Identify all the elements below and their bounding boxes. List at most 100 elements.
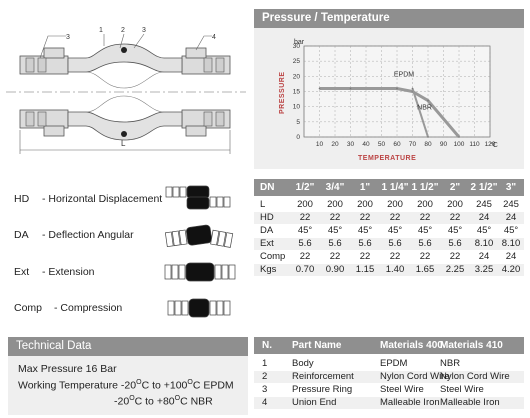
- compression-joint-icon: [167, 298, 231, 318]
- size-cell: 22: [449, 251, 461, 262]
- x-tick-label: 40: [362, 141, 370, 148]
- size-cell: 22: [449, 212, 461, 223]
- parts-cell: Reinforcement: [292, 371, 354, 382]
- movement-description: - Compression: [54, 302, 123, 314]
- pressure-temperature-title: Pressure / Temperature: [254, 9, 524, 28]
- series-point-epdm: [349, 87, 352, 90]
- size-cell: 24: [505, 212, 517, 223]
- size-cell: 22: [359, 212, 371, 223]
- size-cell: 45°: [476, 225, 492, 236]
- size-cell: 4.20: [501, 264, 521, 275]
- nbr-degree-1: O: [129, 395, 135, 402]
- size-cell: 22: [359, 251, 371, 262]
- x-tick-label: 10: [316, 141, 324, 148]
- working-temperature-epdm: Working Temperature -20OC to +100OC EPDM: [18, 379, 234, 392]
- size-cell: 1.65: [415, 264, 435, 275]
- size-cell: Kgs: [260, 264, 277, 275]
- callout-3-left: 3: [66, 34, 70, 41]
- x-tick-label: 110: [469, 141, 480, 148]
- size-cell: Ext: [260, 238, 274, 249]
- size-cell: DA: [260, 225, 274, 236]
- size-header-cell: 1/2": [295, 182, 315, 193]
- nbr-mid: C to +80: [134, 395, 175, 408]
- series-point-nbr: [427, 136, 429, 138]
- size-cell: 200: [417, 199, 433, 210]
- movement-description: - Extension: [42, 266, 95, 278]
- movement-code: HD: [14, 193, 30, 205]
- size-cell: 5.6: [328, 238, 342, 249]
- parts-cell: Nylon Cord Wire: [380, 371, 450, 382]
- size-cell: 22: [419, 251, 431, 262]
- callout-2: 2: [121, 27, 125, 34]
- size-cell: 45°: [417, 225, 433, 236]
- size-cell: 22: [419, 212, 431, 223]
- y-tick-label: 0: [296, 134, 300, 141]
- size-header-cell: 2 1/2": [470, 182, 498, 193]
- size-cell: 8.10: [474, 238, 494, 249]
- size-cell: 5.6: [418, 238, 432, 249]
- epdm-degree-1: O: [136, 379, 142, 386]
- size-cell: 200: [387, 199, 403, 210]
- nbr-end: C NBR: [180, 395, 213, 408]
- movement-description: - Deflection Angular: [42, 229, 134, 241]
- size-cell: 200: [447, 199, 463, 210]
- size-cell: 45°: [503, 225, 519, 236]
- parts-cell: EPDM: [380, 358, 408, 369]
- y-unit-label: bar: [294, 39, 305, 46]
- size-cell: 22: [329, 251, 341, 262]
- nbr-degree-2: O: [174, 395, 181, 402]
- series-point-nbr: [411, 87, 414, 90]
- parts-cell: Malleable Iron: [380, 397, 440, 408]
- series-point-epdm: [318, 87, 321, 90]
- parts-cell: Pressure Ring: [292, 384, 353, 395]
- callout-4: 4: [212, 34, 216, 41]
- epdm-mid: C to +100: [141, 379, 188, 392]
- y-tick-label: 15: [293, 89, 301, 96]
- max-pressure-text: Max Pressure 16 Bar: [18, 363, 117, 375]
- size-cell: 0.70: [295, 264, 315, 275]
- size-cell: L: [260, 199, 266, 210]
- x-tick-label: 50: [378, 141, 386, 148]
- size-cell: Comp: [260, 251, 286, 262]
- nbr-range: -20: [114, 395, 130, 408]
- y-tick-label: 30: [293, 43, 301, 50]
- y-tick-label: 25: [293, 58, 301, 65]
- parts-cell: 4: [262, 397, 268, 408]
- y-tick-label: 5: [296, 119, 300, 126]
- size-cell: 0.90: [325, 264, 345, 275]
- x-tick-label: 90: [440, 141, 448, 148]
- working-temperature-nbr: -20OC to +80OC NBR: [114, 395, 213, 408]
- size-cell: 45°: [327, 225, 343, 236]
- callout-1: 1: [99, 27, 103, 34]
- parts-header-cell: Part Name: [292, 340, 342, 351]
- size-header-cell: 1 1/2": [411, 182, 439, 193]
- size-cell: 245: [476, 199, 492, 210]
- parts-cell: Body: [292, 358, 314, 369]
- size-header-cell: 3": [505, 182, 517, 193]
- size-cell: 22: [329, 212, 341, 223]
- parts-cell: 1: [262, 358, 268, 369]
- y-tick-label: 10: [293, 104, 301, 111]
- size-cell: 5.6: [388, 238, 402, 249]
- x-tick-label: 70: [409, 141, 417, 148]
- parts-cell: Union End: [292, 397, 337, 408]
- series-point-epdm: [427, 99, 429, 102]
- y-tick-label: 20: [293, 73, 301, 80]
- size-header-cell: 1 1/4": [381, 182, 409, 193]
- x-tick-label: 20: [331, 141, 339, 148]
- length-label: L: [121, 139, 126, 148]
- movement-code: Ext: [14, 266, 30, 278]
- size-header-cell: 3/4": [325, 182, 345, 193]
- epdm-range: -20: [120, 379, 137, 392]
- y-axis-label: PRESSURE: [279, 71, 286, 114]
- joint-cross-section-drawing: 3 1 2 3 4 L: [6, 27, 246, 154]
